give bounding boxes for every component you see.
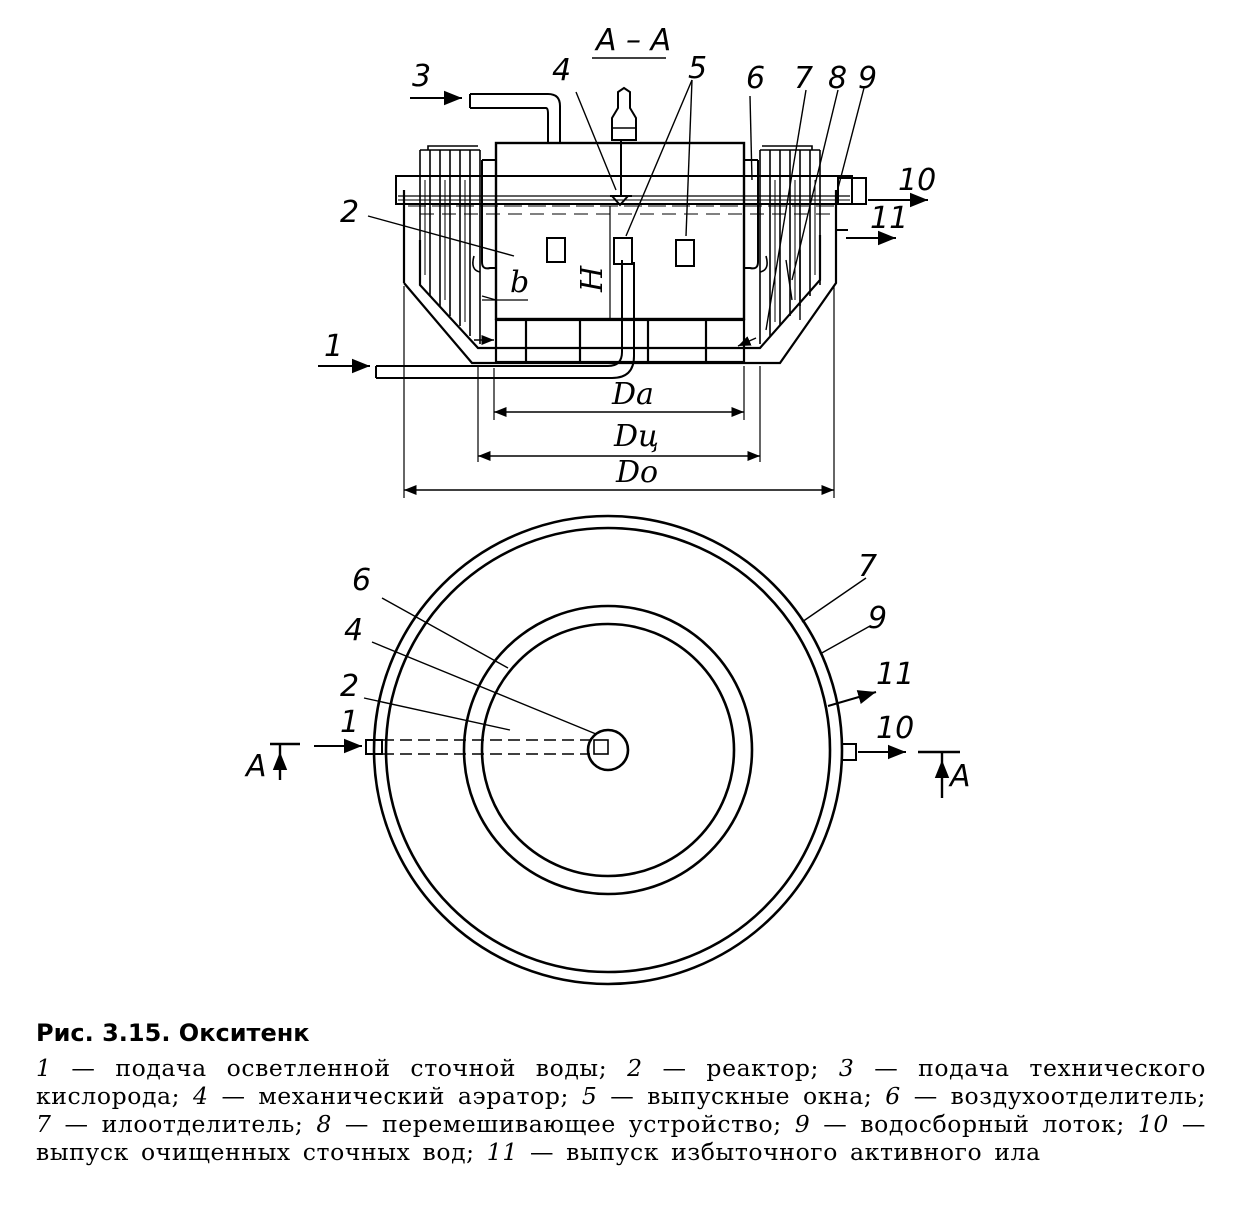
caption-item-number: 3 bbox=[838, 1054, 855, 1082]
label-2: 2 bbox=[340, 195, 359, 230]
tank-outer-wall bbox=[402, 190, 838, 365]
caption-item-text: подача технического кислорода; bbox=[36, 1054, 1206, 1110]
caption-item-text: выпускные окна; bbox=[647, 1082, 873, 1110]
outlet-window-1 bbox=[546, 237, 566, 263]
plan-section-a-left: А bbox=[244, 749, 267, 784]
caption-item-number: 2 bbox=[627, 1054, 643, 1082]
caption-item: 7 — илоотделитель; bbox=[36, 1110, 304, 1138]
plan-label-7: 7 bbox=[858, 549, 877, 584]
label-8: 8 bbox=[828, 61, 847, 96]
air-separator-circle bbox=[462, 604, 754, 896]
label-4: 4 bbox=[552, 53, 571, 88]
outlet-pipe-stub bbox=[841, 743, 857, 761]
caption-item: 3 — подача технического кислорода; bbox=[36, 1054, 1206, 1110]
caption-item: 10 — выпуск очищенных сточных вод; bbox=[36, 1110, 1206, 1166]
label-6: 6 bbox=[746, 61, 765, 96]
caption-item-number: 10 bbox=[1137, 1110, 1169, 1138]
caption-item-text: реактор; bbox=[706, 1054, 819, 1082]
dim-Do: Dо bbox=[615, 455, 658, 490]
plan-label-2: 2 bbox=[340, 669, 359, 704]
plan-section-a-right: А bbox=[948, 759, 971, 794]
label-3: 3 bbox=[412, 59, 431, 94]
caption-item: 4 — механический аэратор; bbox=[193, 1082, 569, 1110]
caption-item-number: 4 bbox=[193, 1082, 209, 1110]
inflow-pipe-stub bbox=[365, 739, 383, 755]
label-5: 5 bbox=[688, 51, 707, 86]
figure-caption: Рис. 3.15. Окситенк 1 — подача осветленн… bbox=[36, 1018, 1206, 1166]
label-1: 1 bbox=[324, 329, 343, 364]
caption-item: 5 — выпускные окна; bbox=[581, 1082, 873, 1110]
dim-H: H bbox=[575, 265, 610, 293]
caption-item: 6 — воздухоотделитель; bbox=[885, 1082, 1206, 1110]
caption-item-text: выпуск избыточного активного ила bbox=[566, 1138, 1041, 1166]
caption-item-text: водосборный лоток; bbox=[860, 1110, 1125, 1138]
caption-item-number: 7 bbox=[36, 1110, 52, 1138]
caption-item: 2 — реактор; bbox=[627, 1054, 819, 1082]
plan-label-1: 1 bbox=[340, 705, 359, 740]
aerator-circle bbox=[586, 728, 630, 772]
plan-label-9: 9 bbox=[868, 601, 887, 636]
plan-label-4: 4 bbox=[344, 613, 363, 648]
section-view: А – А bbox=[318, 23, 936, 498]
collection-trough-circle bbox=[384, 526, 832, 974]
dim-b: b bbox=[510, 265, 529, 300]
caption-item-number: 1 bbox=[36, 1054, 52, 1082]
caption-item-text: воздухоотделитель; bbox=[950, 1082, 1206, 1110]
dim-Da: Dа bbox=[611, 377, 654, 412]
label-11: 11 bbox=[870, 201, 908, 236]
caption-item: 1 — подача осветленной сточной воды; bbox=[36, 1054, 608, 1082]
caption-item: 8 — перемешивающее устройство; bbox=[316, 1110, 782, 1138]
caption-item-text: перемешивающее устройство; bbox=[381, 1110, 782, 1138]
plan-label-10: 10 bbox=[876, 711, 914, 746]
caption-body: 1 — подача осветленной сточной воды; 2 —… bbox=[36, 1054, 1206, 1166]
right-settler-plates bbox=[759, 145, 821, 344]
caption-item-number: 9 bbox=[794, 1110, 811, 1138]
oxitank-diagram: А – А bbox=[244, 23, 971, 986]
air-separator-left bbox=[481, 159, 496, 270]
label-10: 10 bbox=[898, 163, 936, 198]
plan-label-6: 6 bbox=[352, 563, 371, 598]
collection-trough bbox=[395, 175, 853, 205]
outlet-window-3 bbox=[675, 239, 695, 267]
aerator-motor bbox=[611, 86, 637, 141]
caption-item-text: выпуск очищенных сточных вод; bbox=[36, 1138, 475, 1166]
aerator-impeller bbox=[610, 195, 632, 207]
section-title: А – А bbox=[594, 23, 671, 58]
section-marker-left bbox=[270, 742, 300, 780]
caption-title: Рис. 3.15. Окситенк bbox=[36, 1019, 310, 1047]
caption-item-number: 8 bbox=[316, 1110, 332, 1138]
caption-item-text: механический аэратор; bbox=[258, 1082, 569, 1110]
caption-item-text: илоотделитель; bbox=[101, 1110, 304, 1138]
caption-item-number: 5 bbox=[581, 1082, 598, 1110]
label-9: 9 bbox=[858, 61, 877, 96]
label-7: 7 bbox=[794, 61, 813, 96]
dim-Dc: Dц bbox=[613, 419, 659, 454]
caption-item: 9 — водосборный лоток; bbox=[794, 1110, 1125, 1138]
oxygen-pipe bbox=[470, 93, 561, 143]
caption-item-text: подача осветленной сточной воды; bbox=[115, 1054, 608, 1082]
plan-view: 6 4 2 1 7 9 11 10 А А bbox=[244, 514, 971, 986]
reactor-circle bbox=[480, 622, 736, 878]
inflow-pipe bbox=[376, 260, 635, 379]
caption-item-number: 11 bbox=[486, 1138, 518, 1166]
caption-item: 11 — выпуск избыточного активного ила bbox=[486, 1138, 1041, 1166]
caption-item-number: 6 bbox=[885, 1082, 901, 1110]
plan-label-11: 11 bbox=[876, 657, 914, 692]
